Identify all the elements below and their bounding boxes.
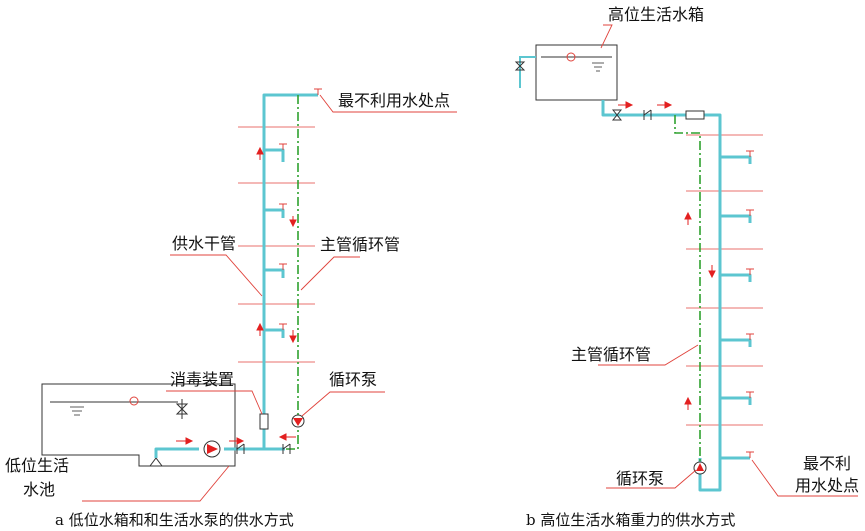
faucet-markers-a bbox=[279, 88, 322, 330]
label-circulation-main-a: 主管循环管 bbox=[320, 235, 400, 254]
caption-a: a 低位水箱和和生活水泵的供水方式 bbox=[55, 511, 294, 529]
check-valve-icon-a bbox=[236, 443, 291, 454]
tank-water-symbol bbox=[592, 62, 604, 72]
label-circ-pump-a: 循环泵 bbox=[329, 370, 377, 389]
label-pool-line1: 低位生活 bbox=[5, 456, 69, 475]
label-worst-outlet-a: 最不利用水处点 bbox=[338, 91, 450, 110]
supply-pipes-b bbox=[601, 100, 752, 492]
label-supply-main: 供水干管 bbox=[172, 234, 236, 253]
floor-lines-a bbox=[238, 126, 315, 363]
disinfection-device-icon bbox=[259, 413, 269, 430]
pool-water-symbol bbox=[70, 406, 84, 416]
label-circulation-main-b: 主管循环管 bbox=[571, 345, 651, 364]
circulation-pump-arrow-a bbox=[293, 418, 303, 426]
leader-lines-a bbox=[82, 94, 457, 502]
label-pool-line2: 水池 bbox=[23, 480, 55, 499]
diagram-b: 高位生活水箱 主管循环管 循环泵 最不利 用水处点 b 高位生活水箱重力的供水方… bbox=[514, 5, 859, 529]
flow-arrows-a bbox=[176, 146, 297, 445]
valve-icon bbox=[175, 399, 189, 419]
check-valve-icon-b bbox=[611, 109, 652, 121]
diagram-a: 最不利用水处点 供水干管 主管循环管 消毒装置 循环泵 低位生活 水池 a 低位… bbox=[5, 88, 457, 529]
label-worst-outlet-b-line2: 用水处点 bbox=[795, 476, 859, 495]
float-valve-icon bbox=[129, 396, 139, 406]
leader-lines-b bbox=[598, 24, 858, 497]
disinfection-device-icon-b bbox=[685, 110, 705, 120]
circulation-pipe-a bbox=[285, 95, 299, 450]
caption-b: b 高位生活水箱重力的供水方式 bbox=[526, 511, 735, 529]
circulation-pump-arrow-b bbox=[696, 463, 704, 471]
flow-arrows-b bbox=[618, 101, 716, 410]
label-circ-pump-b: 循环泵 bbox=[616, 469, 664, 488]
low-pool-outline bbox=[41, 383, 236, 467]
foot-valve-icon bbox=[149, 457, 163, 467]
label-tank: 高位生活水箱 bbox=[608, 5, 704, 24]
circulation-pipe-b bbox=[674, 115, 701, 470]
tank-float-valve-icon bbox=[566, 52, 576, 62]
supply-pump-arrow bbox=[207, 444, 218, 454]
faucet-markers-b bbox=[746, 150, 754, 458]
tank-inlet-pipe bbox=[514, 56, 536, 88]
floor-lines-b bbox=[686, 134, 763, 426]
label-disinfection: 消毒装置 bbox=[170, 370, 234, 389]
label-worst-outlet-b-line1: 最不利 bbox=[803, 454, 851, 473]
high-tank-outline bbox=[535, 44, 618, 101]
